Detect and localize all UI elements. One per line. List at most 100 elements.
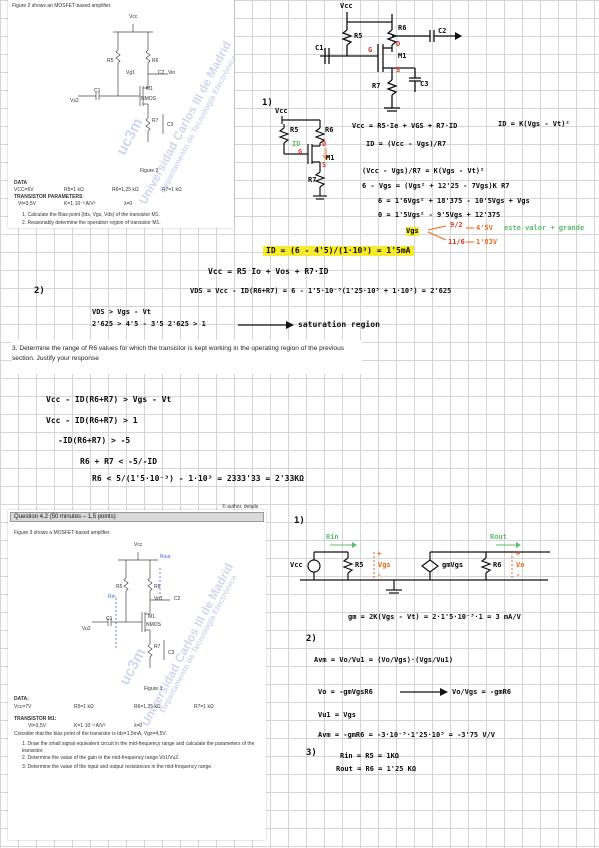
bias-eq-id: ID = (Vcc - Vgs)/R7	[366, 140, 447, 148]
q42-data-r7: R7=1 kΩ	[194, 704, 214, 710]
ss-vo-plus: +	[516, 550, 521, 558]
figure-3-schematic	[92, 552, 170, 668]
q42-vo1-label: Vo1	[154, 596, 163, 602]
ss-vgs-label: Vgs	[378, 561, 391, 569]
bias-d-label: D	[322, 140, 327, 148]
question-3-text: 3. Determine the range of R6 values for …	[12, 345, 345, 362]
bias-r6-label: R6	[325, 126, 334, 134]
small-signal-circuit	[300, 542, 550, 594]
r6-range-eq2: Vcc - ID(R6+R7) > 1	[46, 416, 138, 425]
data-r6: R6=1,25 kΩ	[112, 187, 139, 193]
bias-r7-label: R7	[308, 176, 317, 184]
bias-io-label: ID	[292, 140, 301, 148]
m1-hand-label: M1	[398, 52, 407, 60]
ss-section-number: 1)	[294, 516, 305, 526]
vgs-solution-1: 9/2	[450, 221, 463, 229]
q42-intro: Figure 3 shows a MOSFET-based amplifier.	[14, 530, 111, 536]
vo-arrow	[400, 688, 448, 696]
q42-item-1: 1. Draw the small signal equivalent circ…	[22, 741, 255, 754]
question-4-2-panel: Question 4.2 (50 minutes – 1,5 points) F…	[8, 510, 266, 840]
ss-vgs-plus: +	[377, 550, 382, 558]
vgs-result-2: 1'83V	[476, 238, 498, 246]
data-r7: R7=1 kΩ	[162, 187, 182, 193]
ss-vo-label: Vo	[516, 561, 525, 569]
saturation-conclusion: saturation region	[298, 320, 380, 329]
c1-label: C1	[94, 88, 101, 94]
avm-result: Avm = -gmR6 = -3·10⁻³·1'25·10³ = -3'75 V…	[318, 731, 496, 739]
ss-vo-minus: -	[516, 571, 521, 579]
m1-label: M1	[146, 86, 153, 92]
rin-result: Rin = R5 = 1KΩ	[340, 752, 400, 760]
vgs-highlight: Vgs	[406, 227, 419, 236]
section-b3-number: 3)	[306, 748, 317, 758]
section-1-number: 1)	[262, 98, 273, 108]
rout-result: Rout = R6 = 1'25 KΩ	[336, 765, 417, 773]
question-4-2-bar: Question 4.2 (50 minutes – 1,5 points)	[10, 512, 264, 522]
q42-r6-label: R6	[154, 584, 161, 590]
footer-note: © author, details	[222, 504, 259, 510]
gate-marker: G	[368, 46, 373, 54]
bias-eq-sub: 6 = 1'6Vgs² + 18'375 - 10'5Vgs + Vgs	[378, 197, 530, 205]
vgs-result-1: 4'5V	[476, 224, 493, 232]
question-item-1: 1. Calculate the Bias point (Ids, Vgs, V…	[22, 212, 160, 218]
c2-hand-label: C2	[438, 27, 447, 35]
solution-arrows	[427, 225, 474, 243]
region-eq-kvl: Vcc = R5 Io + Vos + R7·ID	[208, 267, 329, 276]
q42-rin-label: Rin	[108, 594, 116, 600]
problem-panel-top: Figure 2 shows an MOSFET-based amplifier…	[8, 0, 234, 228]
q42-consider: Consider that the bias point of the tran…	[14, 731, 167, 737]
q42-transistor-heading: TRANSISTOR M1:	[14, 716, 57, 722]
source-marker: S	[396, 66, 401, 74]
transistor-vt: Vt=3,5V	[18, 201, 36, 207]
circuit-top-right	[320, 12, 462, 112]
vgs-solution-2: 11/6	[448, 238, 465, 246]
data-r5: R5=1 kΩ	[64, 187, 84, 193]
vs2-label: Vs2	[70, 98, 79, 104]
q42-data-heading: DATA:	[14, 696, 29, 702]
data-vcc: VCC=6V	[14, 187, 34, 193]
vcc-left-label: Vcc	[340, 2, 353, 10]
ss-r6-label: R6	[493, 561, 502, 569]
ss-rin-label: Rin	[326, 533, 339, 541]
vu-equation: Vu1 = Vgs	[318, 711, 356, 719]
bias-vcc-label: Vcc	[275, 107, 288, 115]
q42-r5-label: R5	[116, 584, 123, 590]
r7-label: R7	[152, 118, 159, 124]
q42-c1-label: C1	[106, 616, 113, 622]
q42-rout-label: Rout	[160, 554, 171, 560]
question-item-2: 2. Reasonably determine the operation re…	[22, 220, 161, 226]
r5-hand-label: R5	[354, 32, 363, 40]
bias-s-label: S	[322, 161, 327, 169]
bias-eq-equate: (Vcc - Vgs)/R7 = K(Vgs - Vt)²	[362, 167, 485, 175]
section-2-number: 2)	[34, 286, 45, 296]
q42-data-r5: R5=1 kΩ	[74, 704, 94, 710]
r6-range-eq1: Vcc - ID(R6+R7) > Vgs - Vt	[46, 395, 172, 404]
q42-c2-label: C2	[174, 596, 181, 602]
q42-vu2-label: Vu2	[82, 626, 91, 632]
r6-range-eq4: R6 + R7 < -5/-ID	[80, 457, 158, 466]
region-eq-vds: VDS = Vcc - ID(R6+R7) = 6 - 1'5·10⁻³(1'2…	[190, 287, 452, 295]
ss-vgs-minus: -	[377, 571, 382, 579]
vgs-result-note: este valor + grande	[504, 224, 585, 232]
q42-transistor-k: K=1·10⁻³ A/V²	[74, 723, 106, 729]
bias-eq-quadratic: 0 = 1'5Vgs² - 9'5Vgs + 12'375	[378, 211, 501, 219]
q42-item-3: 3. Determine the value of the input and …	[22, 764, 213, 770]
bias-r5-label: R5	[290, 126, 299, 134]
q42-data-r6: R6=1,25 kΩ	[134, 704, 161, 710]
transistor-k: K=1·10⁻³ A/V²	[64, 201, 96, 207]
figure-2-schematic	[78, 24, 168, 142]
q42-data-vcc: Vcc=7V	[14, 704, 32, 710]
bias-g-label: G	[298, 148, 303, 156]
c1-hand-label: C1	[315, 44, 324, 52]
r5-label: R5	[107, 58, 114, 64]
c3-label: C3	[167, 122, 174, 128]
gm-equation: gm = 2K(Vgs - Vt) = 2·1'5·10⁻³·1 = 3 mA/…	[348, 613, 521, 621]
c2-label: C2	[158, 70, 165, 76]
id-result: ID = (6 - 4'5)/(1·10³) = 1'5mA	[263, 246, 414, 256]
q42-item-2: 2. Determine the value of the gain in th…	[22, 755, 180, 761]
vin-label: Vin	[168, 70, 176, 76]
r6-label: R6	[152, 58, 159, 64]
ss-source-label: gmVgs	[442, 561, 464, 569]
q42-transistor-lambda: λ=0	[134, 723, 143, 729]
nmos-label: NMOS	[141, 96, 156, 102]
